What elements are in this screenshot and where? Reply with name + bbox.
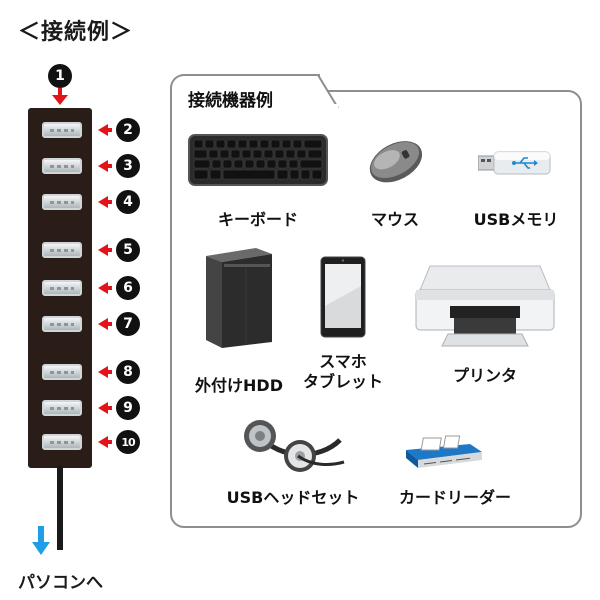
usb-port-9 bbox=[42, 400, 82, 416]
device-label-keyboard: キーボード bbox=[217, 210, 298, 229]
hub-cable bbox=[57, 466, 63, 550]
smartphone-icon bbox=[320, 256, 366, 338]
keyboard-icon bbox=[188, 134, 328, 186]
badge-number: 8 bbox=[123, 364, 133, 380]
port-number-badge: 6 bbox=[116, 276, 140, 300]
port-number-badge: 9 bbox=[116, 396, 140, 420]
external-hdd-icon bbox=[206, 248, 272, 348]
red-left-arrow-icon bbox=[98, 160, 112, 172]
device-label-printer: プリンタ bbox=[452, 366, 517, 385]
port-number-badge: 2 bbox=[116, 118, 140, 142]
usb-port-8 bbox=[42, 364, 82, 380]
device-label-external-hdd: 外付けHDD bbox=[195, 376, 283, 395]
badge-number: 2 bbox=[123, 122, 133, 138]
headset-icon bbox=[244, 420, 345, 472]
device-label-headset: USBヘッドセット bbox=[226, 488, 360, 507]
badge-number: 9 bbox=[123, 400, 133, 416]
red-down-arrow-icon bbox=[52, 88, 68, 105]
badge-number: 6 bbox=[123, 280, 133, 296]
usb-hub bbox=[28, 108, 92, 468]
panel-tab-slant bbox=[300, 74, 339, 108]
device-label-mouse: マウス bbox=[370, 210, 419, 229]
usb-port-6 bbox=[42, 280, 82, 296]
device-label-usb-memory: USBメモリ bbox=[473, 210, 559, 229]
card-reader-icon bbox=[406, 435, 482, 468]
device-label-card-reader: カードリーダー bbox=[398, 488, 511, 507]
usb-port-3 bbox=[42, 158, 82, 174]
blue-down-arrow-icon bbox=[32, 526, 50, 555]
red-left-arrow-icon bbox=[98, 318, 112, 330]
usb-port-4 bbox=[42, 194, 82, 210]
red-left-arrow-icon bbox=[98, 402, 112, 414]
port-number-badge: 3 bbox=[116, 154, 140, 178]
badge-number: 3 bbox=[123, 158, 133, 174]
panel-title: 接続機器例 bbox=[188, 91, 273, 111]
red-left-arrow-icon bbox=[98, 244, 112, 256]
panel-tab bbox=[170, 74, 320, 108]
usb-port-10 bbox=[42, 434, 82, 450]
badge-number: 5 bbox=[123, 242, 133, 258]
port-number-badge: 7 bbox=[116, 312, 140, 336]
badge-number: 10 bbox=[121, 435, 135, 449]
usb-port-7 bbox=[42, 316, 82, 332]
to-computer-label: パソコンへ bbox=[18, 573, 103, 593]
port-number-badge: 5 bbox=[116, 238, 140, 262]
badge-number: 7 bbox=[123, 316, 133, 332]
usb-port-2 bbox=[42, 122, 82, 138]
red-left-arrow-icon bbox=[98, 124, 112, 136]
red-left-arrow-icon bbox=[98, 196, 112, 208]
badge-number: 4 bbox=[123, 194, 133, 210]
port-number-badge: 8 bbox=[116, 360, 140, 384]
mouse-icon bbox=[369, 141, 423, 183]
port-number-badge-upstream: 1 bbox=[48, 64, 72, 88]
page-title: ＜接続例＞ bbox=[18, 20, 134, 45]
device-label-smartphone-line2: タブレット bbox=[302, 372, 383, 391]
device-label-smartphone-line1: スマホ bbox=[319, 352, 367, 371]
red-left-arrow-icon bbox=[98, 366, 112, 378]
red-left-arrow-icon bbox=[98, 282, 112, 294]
printer-icon bbox=[415, 265, 555, 347]
red-left-arrow-icon bbox=[98, 436, 112, 448]
port-number-badge: 10 bbox=[116, 430, 140, 454]
panel-tab-cover bbox=[172, 104, 338, 110]
badge-number: 1 bbox=[55, 68, 65, 84]
usb-port-5 bbox=[42, 242, 82, 258]
port-number-badge: 4 bbox=[116, 190, 140, 214]
usb-memory-icon bbox=[478, 151, 551, 175]
